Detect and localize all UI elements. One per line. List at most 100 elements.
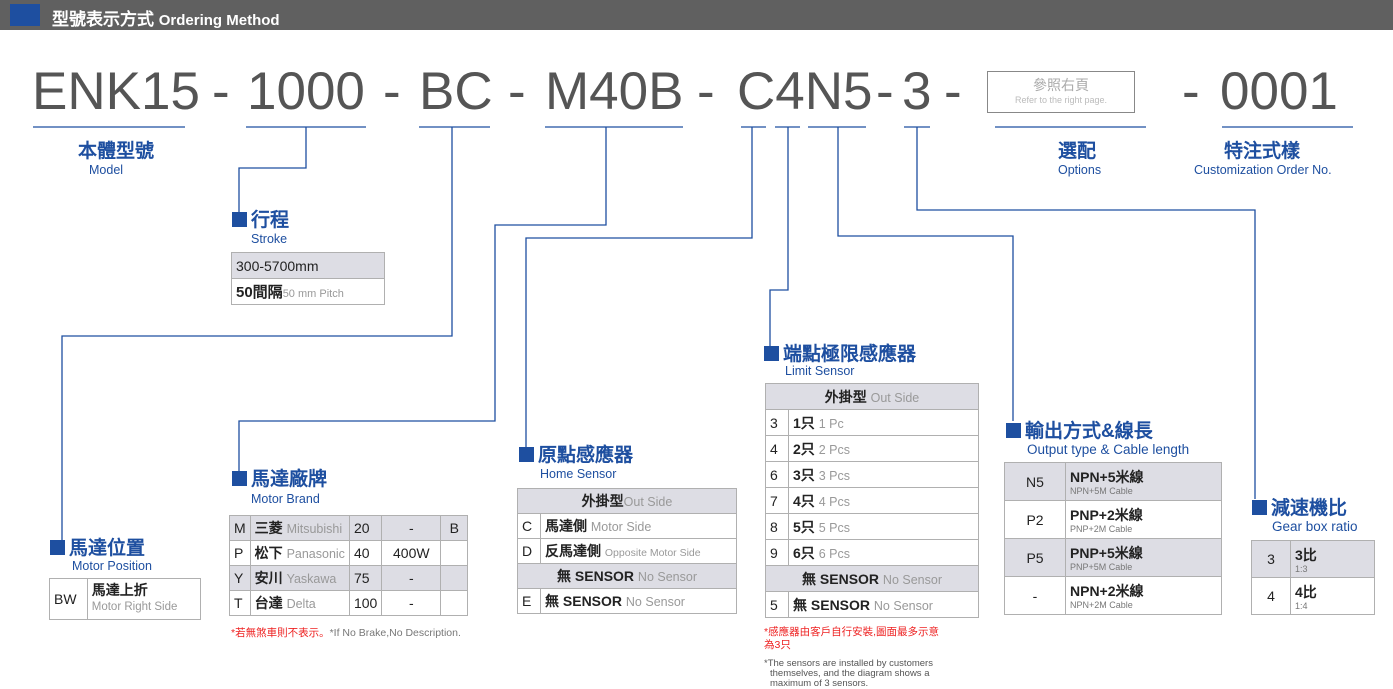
- home-code: C: [517, 513, 541, 539]
- header-bar: [0, 0, 1393, 30]
- home-desc: 反馬達側 Opposite Motor Side: [540, 538, 737, 564]
- limit-en: 6 Pcs: [818, 546, 850, 561]
- stroke-range: 300-5700mm: [231, 252, 385, 279]
- limit-zh: 6只: [793, 544, 815, 561]
- limit-code: 4: [765, 435, 789, 462]
- limit-zh: 2只: [793, 440, 815, 457]
- limit-zh: 5只: [793, 518, 815, 535]
- motor-brand-en: Motor Brand: [251, 492, 320, 506]
- none-zh: 無 SENSOR: [557, 568, 635, 584]
- limit-zh: 4只: [793, 492, 815, 509]
- title-zh: 型號表示方式: [52, 10, 154, 29]
- head-zh: 外掛型: [581, 493, 624, 509]
- limit-en: No Sensor: [873, 598, 933, 613]
- brand-brake: B: [440, 515, 469, 541]
- home-en: No Sensor: [625, 595, 685, 609]
- model-label-en: Model: [89, 163, 124, 177]
- options-box-en: Refer to the right page.: [1014, 95, 1108, 105]
- stroke-title: 行程: [232, 205, 289, 232]
- output-zh: PNP+2米線: [1070, 507, 1143, 523]
- none-en: No Sensor: [637, 570, 697, 584]
- brand-zh: 安川: [254, 570, 283, 586]
- stroke-zh: 行程: [251, 210, 290, 231]
- gear-zh: 減速機比: [1271, 498, 1348, 519]
- brand-brake: [440, 540, 469, 566]
- limit-code: 5: [765, 591, 789, 618]
- line-output: [837, 127, 1014, 421]
- brand-brake: [440, 565, 469, 591]
- table-row: P 松下 Panasonic 40 400W: [229, 540, 469, 566]
- brand-size: 40: [348, 540, 383, 566]
- brand-brake: [440, 590, 469, 616]
- limit-en: 5 Pcs: [818, 520, 850, 535]
- motor-position-en: Motor Position: [72, 559, 152, 573]
- limit-code: 3: [765, 409, 789, 436]
- home-en: Opposite Motor Side: [604, 547, 701, 559]
- limit-sensor-zh: 端點極限感應器: [783, 344, 917, 365]
- stroke-pitch: 50間隔50 mm Pitch: [231, 278, 385, 305]
- output-code: N5: [1004, 462, 1066, 501]
- gear-en: 1:4: [1295, 600, 1308, 611]
- motor-brand-title: 馬達廠牌: [232, 464, 327, 491]
- stroke-en: Stroke: [251, 232, 288, 246]
- code-stroke: 1000: [247, 62, 365, 121]
- output-en: NPN+2M Cable: [1070, 600, 1133, 610]
- square-bullet-icon: [519, 447, 534, 462]
- note-zh-2: 為3只: [764, 639, 791, 651]
- limit-code: 7: [765, 487, 789, 514]
- code-dash-1: -: [212, 62, 230, 121]
- brand-en: Mitsubishi: [286, 522, 343, 536]
- home-none-head: 無 SENSOR No Sensor: [517, 563, 737, 589]
- gear-en: 1:3: [1295, 563, 1308, 574]
- limit-none-head: 無 SENSOR No Sensor: [765, 565, 979, 592]
- motor-brand-zh: 馬達廠牌: [251, 469, 328, 490]
- limit-desc: 3只 3 Pcs: [788, 461, 979, 488]
- output-en: PNP+2M Cable: [1070, 524, 1133, 534]
- model-label-zh: 本體型號: [78, 141, 155, 162]
- options-box-zh: 參照右頁: [1033, 77, 1089, 93]
- none-zh: 無 SENSOR: [802, 570, 880, 587]
- code-motor: M40B: [545, 62, 684, 121]
- code-dash-4: -: [697, 62, 715, 121]
- home-sensor-title: 原點感應器: [519, 440, 633, 467]
- motor-brand-table: M 三菱 Mitsubishi 20 - B P 松下 Panasonic 40…: [229, 515, 469, 616]
- square-bullet-icon: [1252, 500, 1267, 515]
- gear-code: 4: [1251, 577, 1291, 615]
- brand-en: Panasonic: [286, 547, 345, 561]
- home-code: D: [517, 538, 541, 564]
- head-en: Out Side: [870, 390, 920, 405]
- output-en: NPN+5M Cable: [1070, 486, 1133, 496]
- output-en: PNP+5M Cable: [1070, 562, 1133, 572]
- output-code: P5: [1004, 538, 1066, 577]
- code-gear: 3: [902, 62, 932, 121]
- limit-code: 6: [765, 461, 789, 488]
- limit-code: 8: [765, 513, 789, 540]
- brand-watt: -: [381, 565, 442, 591]
- options-label-zh: 選配: [1058, 141, 1097, 162]
- stroke-table: 300-5700mm 50間隔50 mm Pitch: [231, 252, 385, 305]
- limit-zh: 無 SENSOR: [793, 596, 871, 613]
- code-model: ENK15: [32, 62, 200, 121]
- note-en-1: *The sensors are installed by customers: [764, 658, 933, 669]
- code-dash-3: -: [508, 62, 526, 121]
- head-en: Out Side: [623, 495, 673, 509]
- output-zh: 輸出方式&線長: [1025, 421, 1153, 442]
- gear-zh: 3比: [1295, 546, 1317, 563]
- limit-desc: 無 SENSOR No Sensor: [788, 591, 979, 618]
- square-bullet-icon: [232, 471, 247, 486]
- brand-size: 100: [348, 590, 383, 616]
- brand-code: Y: [229, 565, 251, 591]
- desc-zh: 馬達上折: [91, 582, 148, 598]
- brand-watt: 400W: [381, 540, 442, 566]
- brand-name: 松下 Panasonic: [249, 540, 350, 566]
- code-position: BC: [419, 62, 493, 121]
- home-desc: 馬達側 Motor Side: [540, 513, 737, 539]
